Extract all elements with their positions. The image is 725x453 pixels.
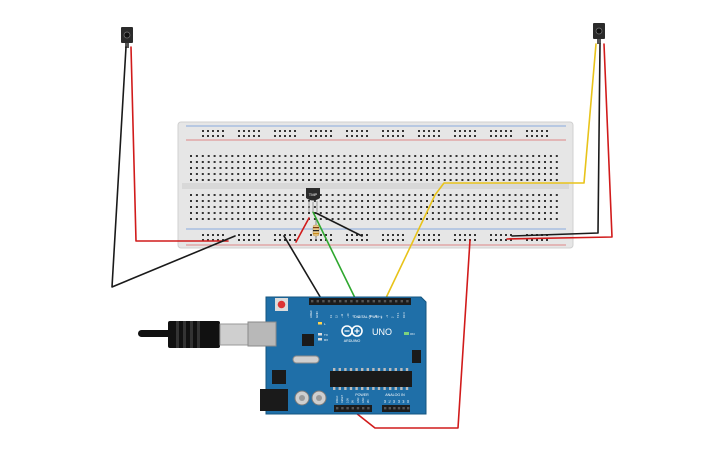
on-led-label: ON	[410, 332, 415, 336]
motor-right[interactable]	[593, 23, 605, 44]
analog-header	[382, 405, 410, 412]
resistor[interactable]	[312, 220, 320, 240]
digital-pin-label: ~3	[385, 314, 389, 318]
wire-black-sensor[interactable]	[315, 212, 363, 237]
gnd-label: GND	[315, 311, 319, 319]
digital-pin-label: 7	[363, 316, 367, 318]
digital-header	[309, 298, 411, 305]
rx-led-label: RX	[324, 338, 328, 342]
wire-red-left-motor[interactable]	[130, 46, 229, 242]
wire-red-power[interactable]	[355, 239, 471, 429]
power-jack	[260, 389, 288, 411]
wire-red-right-motor[interactable]	[506, 43, 613, 240]
model-label: UNO	[372, 327, 392, 337]
digital-pin-label: ~9	[351, 314, 355, 318]
wire-green-sensor[interactable]	[312, 211, 357, 301]
atmega-chip	[330, 371, 412, 387]
tx-led-label: TX	[324, 333, 328, 337]
wire-yellow-right-motor[interactable]	[384, 43, 597, 301]
wire-black-right-motor[interactable]	[511, 43, 601, 237]
analog-pin-label: A4	[402, 399, 405, 403]
analog-pin-label: A2	[393, 399, 396, 403]
analog-pin-label: A3	[398, 399, 401, 403]
voltage-regulator	[272, 370, 286, 384]
digital-pin-label: ~6	[368, 314, 372, 318]
icsp-header	[412, 350, 421, 363]
motor-left[interactable]	[121, 27, 133, 48]
brand-label: ARDUINO	[344, 339, 361, 343]
analog-pin-label: A5	[407, 399, 410, 403]
wire-black-left-motor[interactable]	[111, 46, 236, 288]
wires	[111, 43, 613, 429]
digital-pin-label: ~5	[374, 314, 378, 318]
power-pin-label: RESET	[341, 394, 344, 403]
usb-chip	[302, 334, 314, 346]
power-pin-label: 5V	[352, 400, 355, 403]
digital-pin-label: ~10	[346, 313, 350, 318]
usb-cable-boot	[168, 321, 220, 348]
usb-cable[interactable]	[138, 321, 249, 348]
wire-black-gnd[interactable]	[283, 235, 323, 301]
temperature-sensor[interactable]: TMP	[306, 188, 320, 212]
sensor-label: TMP	[309, 192, 318, 197]
power-pin-label: 3.3V	[346, 398, 349, 403]
analog-pin-label: A0	[384, 399, 387, 403]
power-label: POWER	[355, 393, 369, 397]
power-pin-label: Vin	[367, 399, 370, 403]
breadboard-hole-grid	[190, 155, 558, 220]
breadboard-center-channel	[182, 183, 569, 189]
digital-header-label: DIGITAL (PWM~)	[354, 315, 382, 319]
digital-pin-label: ~11	[340, 313, 344, 318]
power-pin-label: GND	[357, 397, 360, 403]
crystal	[292, 355, 320, 364]
digital-pin-label: 4	[379, 316, 383, 318]
breadboard[interactable]	[177, 121, 574, 249]
digital-pin-label: RX 0	[402, 312, 406, 318]
breadboard-top-rails	[186, 125, 566, 141]
usb-plug	[219, 323, 249, 346]
power-pin-label: GND	[362, 397, 365, 403]
arduino-logo	[341, 325, 363, 337]
l-led-label: L	[324, 322, 326, 326]
digital-pin-label: 2	[391, 316, 395, 318]
digital-pin-label: 13	[329, 315, 333, 318]
usb-jack	[247, 321, 277, 347]
digital-pin-label: 8	[357, 316, 361, 318]
analog-label: ANALOG IN	[385, 393, 405, 397]
power-pin-label: IOREF	[336, 395, 339, 403]
aref-label: AREF	[309, 310, 313, 318]
digital-pin-label: TX 1	[396, 312, 400, 318]
digital-pin-label: 12	[335, 315, 339, 318]
wire-red-sensor[interactable]	[295, 217, 310, 243]
analog-pin-label: A1	[389, 399, 392, 403]
